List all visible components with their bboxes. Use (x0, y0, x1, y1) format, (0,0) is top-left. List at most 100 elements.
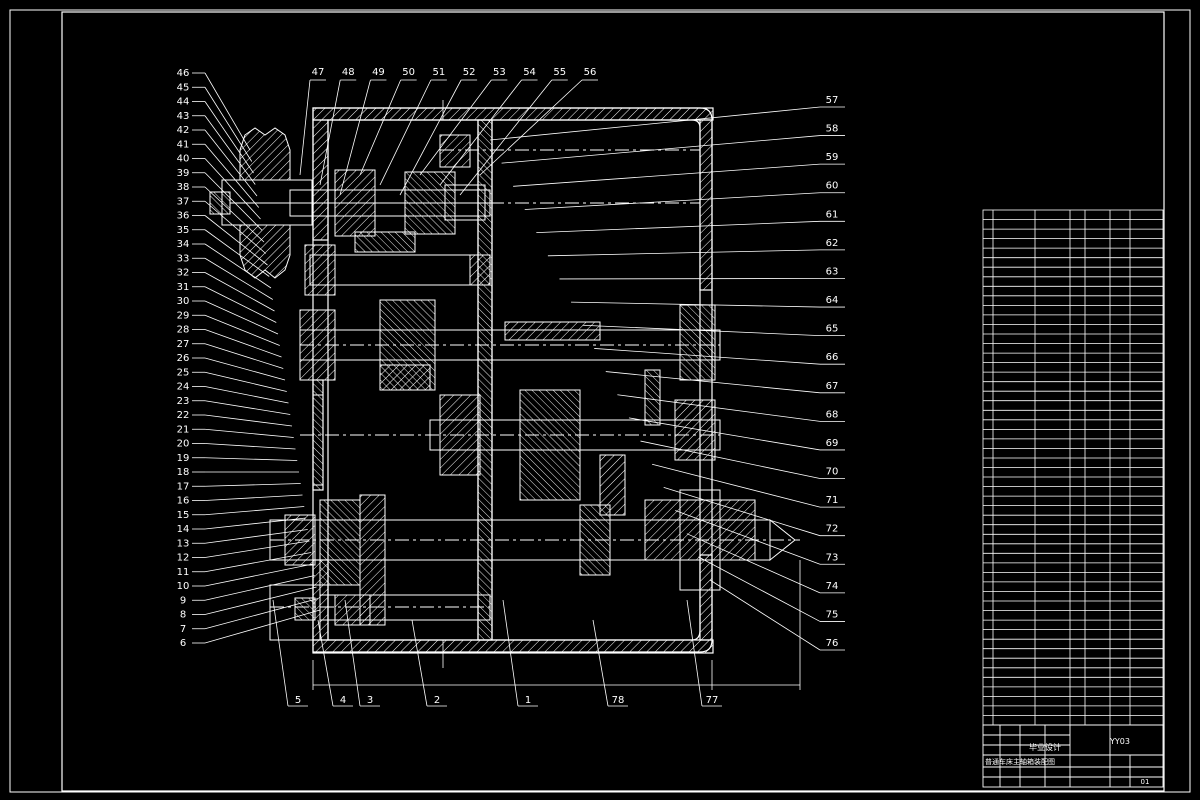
outer-border (9, 9, 1191, 793)
callout-25: 25 (177, 367, 190, 378)
leader-line-23 (204, 400, 291, 415)
leader-line-2 (411, 619, 428, 707)
title-block (982, 724, 1164, 788)
callout-31: 31 (177, 282, 190, 293)
callout-30: 30 (177, 296, 190, 307)
leader-line-72 (663, 486, 821, 537)
leader-line-48 (319, 79, 341, 186)
callout-26: 26 (177, 353, 190, 364)
callout-38: 38 (177, 182, 190, 193)
callout-36: 36 (177, 211, 190, 222)
leader-line-64 (571, 301, 821, 308)
leader-line-1 (502, 599, 519, 707)
leader-line-78 (592, 619, 609, 707)
callout-53: 53 (493, 67, 506, 78)
callout-27: 27 (177, 339, 190, 350)
leader-line-54 (439, 79, 522, 186)
callout-69: 69 (826, 438, 839, 449)
title-text: 毕业设计 (1029, 742, 1061, 752)
leader-line-53 (419, 79, 492, 176)
callout-44: 44 (177, 97, 190, 108)
callout-55: 55 (553, 67, 566, 78)
leader-line-9 (204, 575, 315, 601)
leader-line-66 (594, 348, 821, 365)
drawing-number: YY03 (1109, 737, 1130, 746)
leader-line-69 (628, 417, 821, 451)
callout-43: 43 (177, 111, 190, 122)
leader-line-61 (536, 220, 821, 234)
leader-line-25 (204, 371, 287, 392)
callout-3: 3 (367, 695, 373, 706)
callout-28: 28 (177, 325, 190, 336)
callout-33: 33 (177, 253, 190, 264)
leader-line-42 (204, 129, 258, 197)
callout-12: 12 (177, 553, 190, 564)
leader-line-67 (605, 371, 821, 394)
callout-6: 6 (180, 638, 186, 649)
leader-line-75 (698, 556, 821, 622)
leader-line-36 (204, 215, 268, 266)
callout-41: 41 (177, 139, 190, 150)
callout-13: 13 (177, 538, 190, 549)
callout-35: 35 (177, 225, 190, 236)
shaft-two (304, 231, 491, 296)
callout-11: 11 (177, 567, 190, 578)
callout-78: 78 (612, 695, 625, 706)
callout-22: 22 (177, 410, 190, 421)
leader-line-15 (204, 506, 305, 516)
callout-15: 15 (177, 510, 190, 521)
leader-line-12 (204, 540, 310, 558)
callout-39: 39 (177, 168, 190, 179)
callout-17: 17 (177, 481, 190, 492)
leader-line-47 (299, 79, 311, 176)
leader-line-16 (204, 494, 303, 501)
callout-72: 72 (826, 524, 839, 535)
leader-line-17 (204, 483, 301, 487)
leader-line-20 (204, 443, 296, 450)
callout-56: 56 (584, 67, 597, 78)
leader-line-45 (204, 87, 253, 162)
leader-line-39 (204, 172, 263, 231)
leader-line-38 (204, 186, 265, 243)
leader-line-56 (479, 79, 583, 176)
leader-line-11 (204, 552, 312, 573)
leader-line-50 (359, 79, 402, 176)
callout-54: 54 (523, 67, 536, 78)
leader-line-59 (513, 163, 821, 187)
dimension-lines (312, 100, 801, 690)
callout-77: 77 (706, 695, 719, 706)
leader-line-57 (489, 106, 821, 141)
leader-callouts (192, 72, 845, 707)
leader-line-37 (204, 200, 267, 254)
parts-list (982, 209, 1164, 726)
callout-5: 5 (295, 695, 301, 706)
callout-65: 65 (826, 324, 839, 335)
callout-18: 18 (177, 467, 190, 478)
leader-line-30 (204, 300, 279, 335)
leader-line-10 (204, 563, 314, 587)
callout-14: 14 (177, 524, 190, 535)
callout-20: 20 (177, 439, 190, 450)
callout-4: 4 (340, 695, 346, 706)
leader-line-4 (317, 619, 334, 707)
callout-74: 74 (826, 581, 839, 592)
leader-line-3 (344, 599, 361, 707)
callout-61: 61 (826, 209, 839, 220)
leader-line-74 (686, 533, 821, 594)
leader-line-6 (204, 609, 321, 644)
leader-line-41 (204, 143, 260, 208)
leader-line-76 (709, 579, 821, 651)
leader-line-31 (204, 286, 277, 323)
callout-2: 2 (434, 695, 440, 706)
leader-line-8 (204, 586, 317, 615)
callout-7: 7 (180, 624, 186, 635)
callout-76: 76 (826, 638, 839, 649)
leader-line-58 (501, 135, 821, 164)
leader-line-51 (379, 79, 432, 186)
callout-40: 40 (177, 154, 190, 165)
shaft-one (289, 134, 700, 237)
callout-57: 57 (826, 95, 839, 106)
callout-58: 58 (826, 124, 839, 135)
inner-border (61, 11, 1165, 792)
